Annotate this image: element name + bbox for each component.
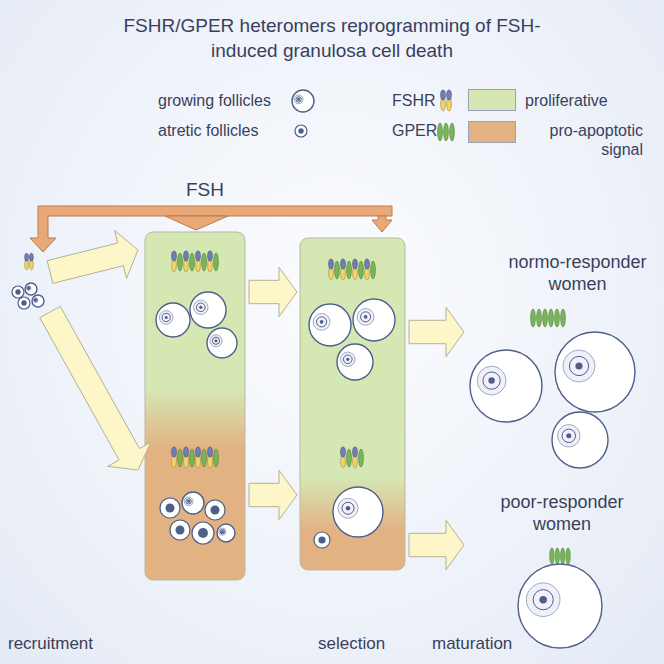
growing-follicle bbox=[292, 90, 314, 112]
atretic-follicle bbox=[170, 520, 190, 540]
atretic-follicle bbox=[295, 125, 307, 137]
fsh-arrows bbox=[30, 206, 392, 252]
stage-arrow bbox=[249, 267, 297, 316]
stage-arrow bbox=[249, 470, 297, 519]
growing-follicle bbox=[217, 524, 235, 542]
legend-text: growing follicles bbox=[158, 91, 271, 110]
stage-arrow bbox=[409, 307, 464, 356]
growing-follicle bbox=[337, 344, 373, 380]
stage-panel bbox=[300, 238, 405, 570]
hormone-label: FSH bbox=[186, 179, 224, 202]
legend-swatch bbox=[468, 89, 516, 111]
stage-arrow bbox=[40, 306, 151, 470]
legend-text: pro-apoptotic signal bbox=[525, 121, 643, 159]
legend-text: atretic follicles bbox=[158, 121, 258, 140]
stage-label: maturation bbox=[432, 634, 512, 654]
receptor-cluster bbox=[441, 90, 452, 111]
receptor-cluster bbox=[172, 251, 219, 272]
stage-arrow bbox=[409, 520, 464, 569]
atretic-follicle bbox=[12, 286, 24, 298]
growing-follicle bbox=[182, 492, 204, 514]
growing-follicle bbox=[25, 283, 37, 295]
atretic-follicle bbox=[18, 297, 30, 309]
group-label: poor-responder women bbox=[482, 492, 642, 535]
growing-follicle bbox=[207, 328, 237, 358]
growing-follicle bbox=[353, 299, 395, 341]
growing-follicle bbox=[156, 303, 190, 337]
stage-arrow bbox=[47, 230, 138, 283]
growing-follicle bbox=[552, 412, 608, 468]
legend-text: GPER bbox=[392, 121, 437, 140]
receptor-cluster bbox=[25, 253, 34, 270]
legend-swatch bbox=[468, 121, 516, 143]
receptor-cluster bbox=[531, 309, 566, 327]
receptor-cluster bbox=[329, 259, 376, 280]
group-label: normo-responder women bbox=[495, 252, 660, 295]
receptor-cluster bbox=[438, 123, 455, 141]
growing-follicle bbox=[190, 292, 226, 328]
receptor-cluster bbox=[341, 447, 364, 468]
receptor-cluster bbox=[172, 447, 219, 468]
stage-label: selection bbox=[318, 634, 385, 654]
growing-follicle bbox=[32, 295, 44, 307]
growing-follicle bbox=[470, 350, 542, 422]
receptor-cluster bbox=[550, 548, 571, 564]
growing-follicle bbox=[518, 564, 602, 648]
stage-label: recruitment bbox=[8, 634, 93, 654]
growing-follicle bbox=[555, 332, 635, 412]
atretic-follicle bbox=[160, 498, 180, 518]
figure-title: FSHR/GPER heteromers reprogramming of FS… bbox=[112, 14, 552, 63]
stage-panel bbox=[145, 232, 245, 580]
legend-text: proliferative bbox=[525, 91, 608, 110]
atretic-follicle bbox=[192, 522, 214, 544]
growing-follicle bbox=[333, 487, 383, 537]
atretic-follicle bbox=[205, 500, 225, 520]
legend-text: FSHR bbox=[392, 91, 436, 110]
illustration-parts bbox=[12, 90, 635, 648]
atretic-follicle bbox=[314, 532, 330, 548]
growing-follicle bbox=[309, 304, 351, 346]
